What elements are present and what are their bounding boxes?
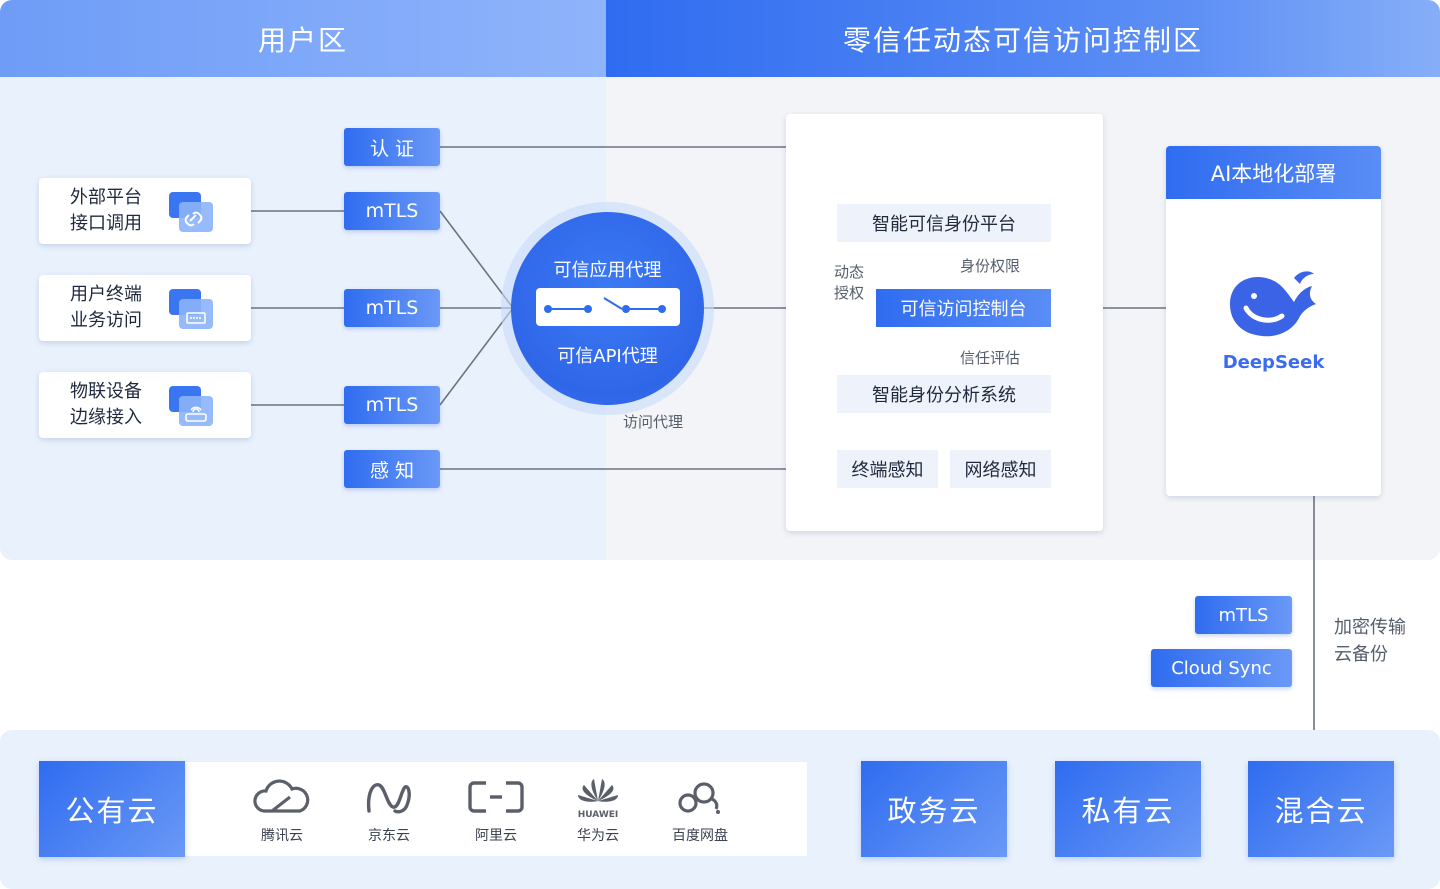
network-perceive-box: 网络感知	[950, 450, 1051, 488]
deepseek-label: DeepSeek	[1222, 352, 1325, 373]
provider-aliyun: 阿里云	[456, 775, 536, 844]
user-card-line2: 业务访问	[70, 310, 142, 331]
provider-baidu: 百度网盘	[660, 775, 740, 844]
user-card-line2: 接口调用	[70, 213, 142, 234]
private-cloud-box: 私有云	[1055, 761, 1201, 857]
terminal-icon	[169, 289, 213, 329]
gov-cloud-box: 政务云	[861, 761, 1007, 857]
provider-label: 腾讯云	[261, 828, 303, 844]
proxy-title: 可信应用代理	[553, 260, 662, 281]
trust-eval-label: 信任评估	[960, 349, 1021, 367]
access-control-box: 可信访问控制台	[876, 289, 1051, 327]
huawei-cloud-icon	[578, 779, 618, 802]
tencent-cloud-icon	[253, 779, 310, 813]
user-zone-header: 用户区	[0, 0, 606, 77]
baidu-netdisk-icon	[678, 782, 720, 814]
deepseek-whale-icon	[1230, 271, 1316, 337]
provider-label: 阿里云	[475, 828, 517, 844]
hybrid-cloud-box: 混合云	[1248, 761, 1394, 857]
provider-jd: 京东云	[349, 775, 429, 844]
encrypted-backup-line1: 加密传输	[1334, 617, 1406, 638]
identity-rights-label: 身份权限	[960, 257, 1021, 275]
provider-tencent: 腾讯云	[242, 775, 322, 844]
public-cloud-box: 公有云	[39, 761, 185, 857]
link-icon	[169, 192, 213, 232]
provider-huawei: HUAWEI 华为云	[558, 775, 638, 844]
user-card-iot-device: 物联设备边缘接入	[39, 372, 251, 438]
encrypted-backup-label: 加密传输 云备份	[1334, 614, 1406, 668]
user-card-line1: 外部平台	[70, 187, 142, 208]
switch-graphic	[536, 288, 680, 326]
dynamic-auth-line1: 动态	[834, 263, 865, 281]
mtls-tag-3: mTLS	[344, 386, 440, 424]
ai-deployment-title: AI本地化部署	[1166, 146, 1381, 199]
control-zone-header: 零信任动态可信访问控制区	[606, 0, 1440, 77]
sync-mtls-tag: mTLS	[1195, 596, 1292, 634]
provider-label: 百度网盘	[672, 828, 728, 844]
huawei-logo-text: HUAWEI	[577, 810, 619, 820]
user-card-line2: 边缘接入	[70, 407, 142, 428]
dynamic-auth-line2: 授权	[834, 284, 865, 302]
encrypted-backup-line2: 云备份	[1334, 644, 1388, 665]
proxy-subtitle: 可信API代理	[557, 346, 658, 367]
jd-cloud-icon	[366, 783, 411, 814]
switch-icon	[544, 297, 666, 313]
access-proxy-label: 访问代理	[623, 413, 684, 431]
provider-label: 华为云	[577, 828, 619, 844]
user-card-user-terminal: 用户终端业务访问	[39, 275, 251, 341]
ai-deployment-card: AI本地化部署 DeepSeek	[1166, 146, 1381, 496]
perceive-tag: 感 知	[344, 450, 440, 488]
terminal-perceive-box: 终端感知	[837, 450, 938, 488]
public-cloud-provider-strip	[185, 762, 807, 856]
auth-tag: 认 证	[344, 128, 440, 166]
aliyun-icon	[468, 781, 524, 813]
router-icon	[169, 386, 213, 426]
dynamic-auth-label: 动态 授权	[834, 262, 864, 304]
trusted-proxy-circle: 可信应用代理 可信API代理	[511, 212, 704, 405]
cloud-sync-tag: Cloud Sync	[1151, 649, 1292, 687]
mtls-tag-1: mTLS	[344, 192, 440, 230]
user-card-line1: 物联设备	[70, 381, 142, 402]
user-card-line1: 用户终端	[70, 284, 142, 305]
user-card-external-platform: 外部平台接口调用	[39, 178, 251, 244]
mtls-tag-2: mTLS	[344, 289, 440, 327]
provider-label: 京东云	[368, 828, 410, 844]
analysis-system-box: 智能身份分析系统	[837, 375, 1051, 413]
identity-platform-box: 智能可信身份平台	[837, 204, 1051, 242]
